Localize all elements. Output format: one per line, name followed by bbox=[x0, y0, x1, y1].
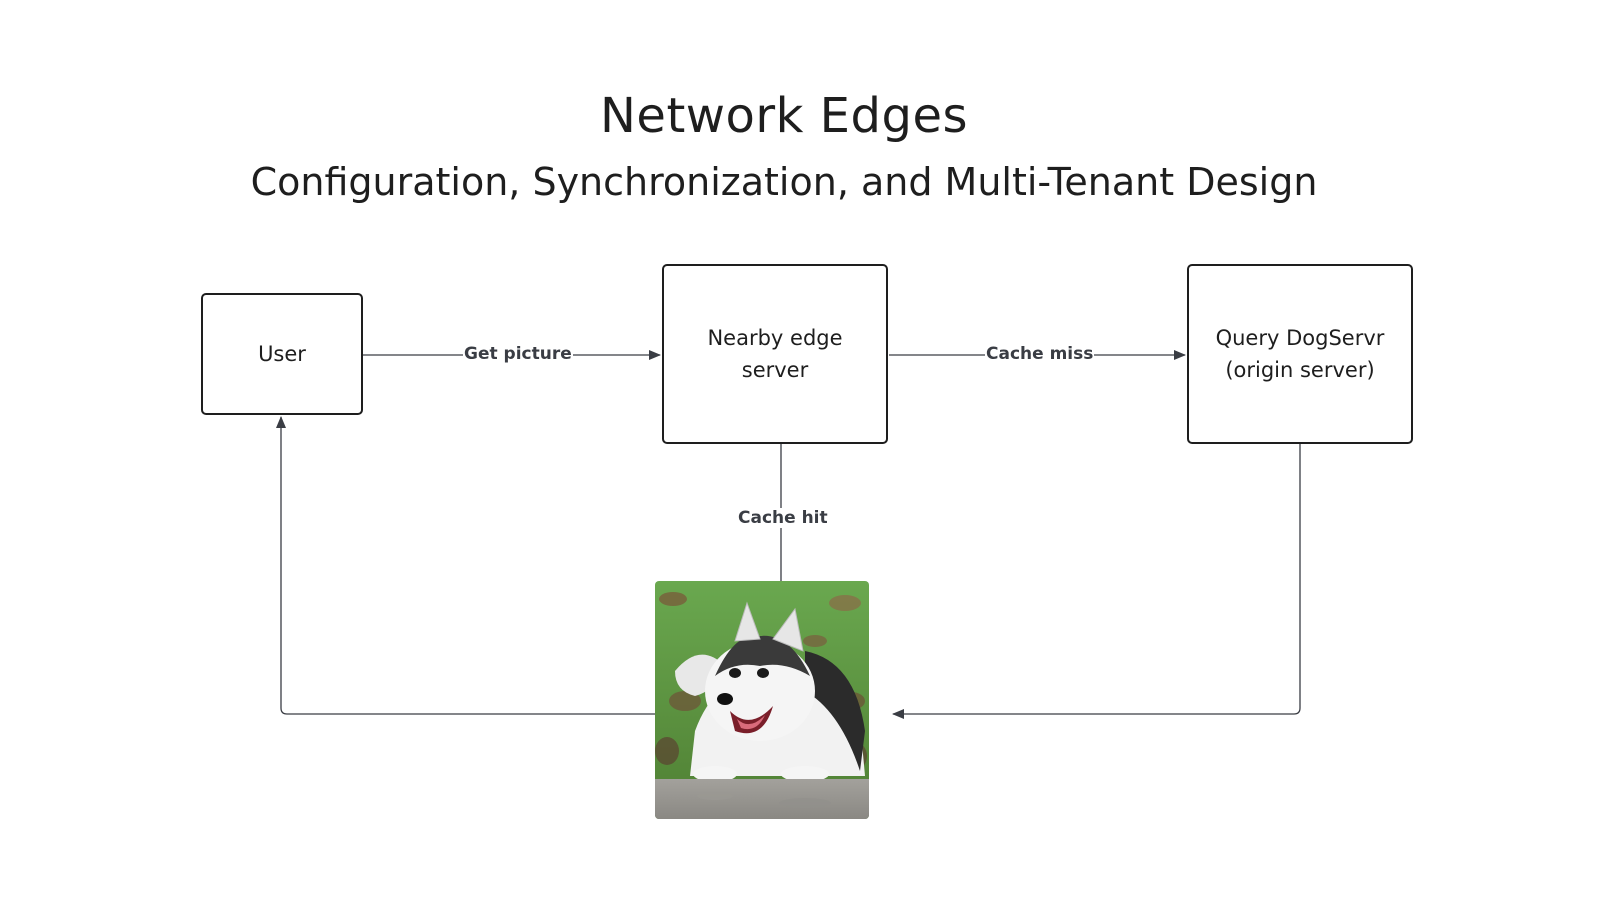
diagram-title: Network Edges bbox=[600, 88, 968, 144]
diagram-subtitle: Configuration, Synchronization, and Mult… bbox=[250, 160, 1318, 204]
user-node-label: User bbox=[258, 342, 306, 366]
dog-illustration bbox=[655, 581, 869, 819]
origin-server-node-label: Query DogServr (origin server) bbox=[1215, 326, 1385, 382]
user-node: User bbox=[201, 293, 363, 415]
edge-server-node-label: Nearby edge server bbox=[707, 326, 843, 382]
origin-server-node: Query DogServr (origin server) bbox=[1187, 264, 1413, 444]
edge-label-cache-miss: Cache miss bbox=[985, 344, 1095, 364]
edge-label-get-picture: Get picture bbox=[463, 344, 573, 364]
edge-server-node: Nearby edge server bbox=[662, 264, 888, 444]
husky-dog-photo bbox=[655, 581, 869, 819]
edge-origin-to-image-line bbox=[892, 444, 1301, 719]
edge-image-to-user-line bbox=[276, 416, 670, 715]
edge-label-cache-hit: Cache hit bbox=[737, 508, 829, 528]
